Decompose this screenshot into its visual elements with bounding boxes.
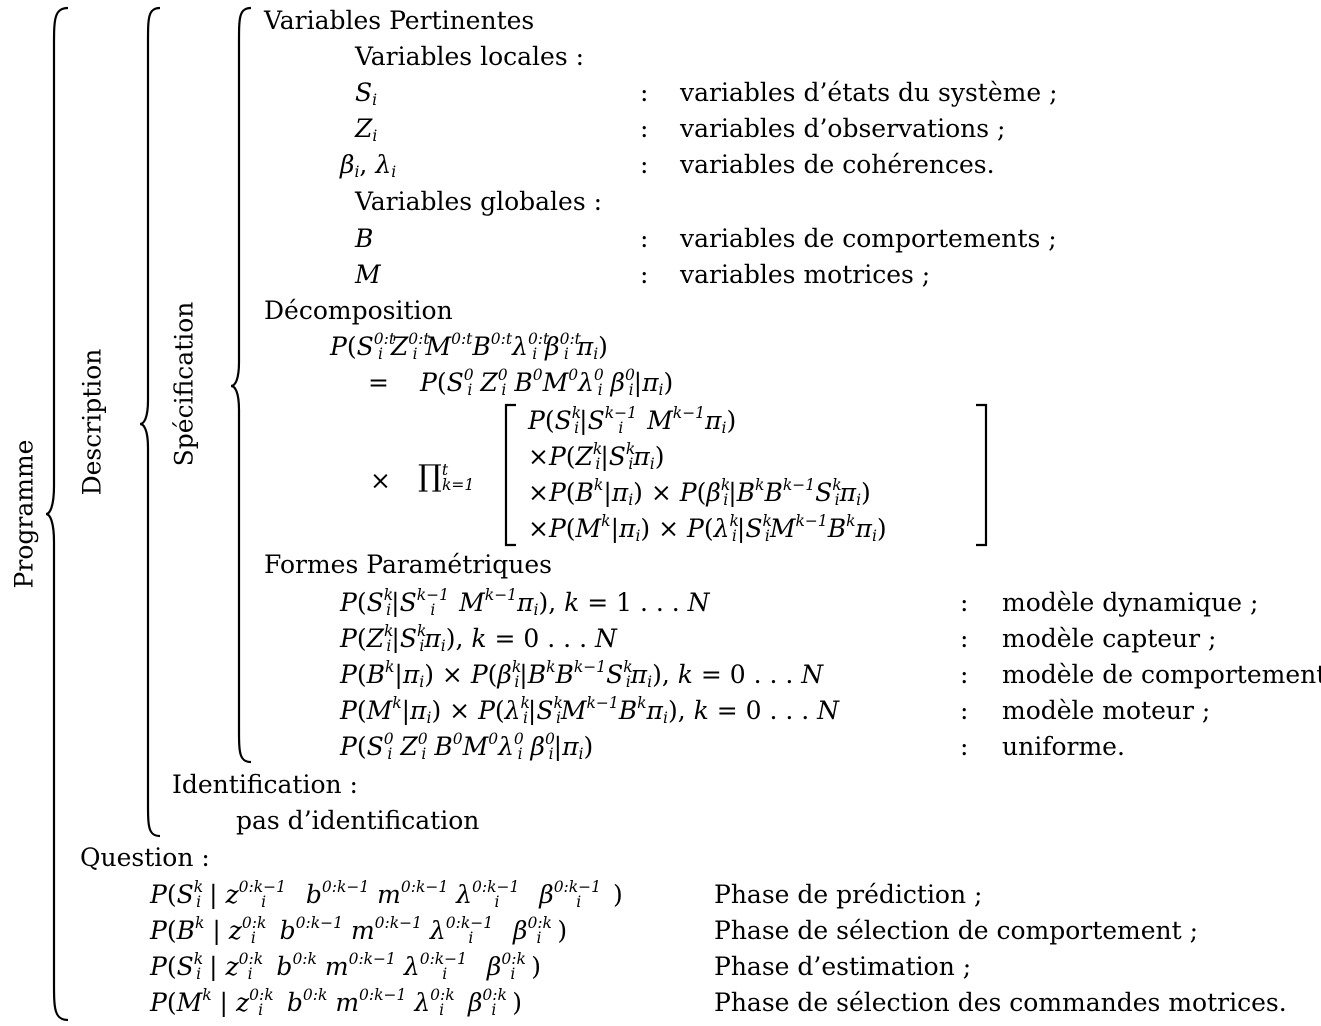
form-colon: : xyxy=(960,624,969,653)
programme-brace xyxy=(45,6,69,1022)
phase-prediction: Phase de prédiction ; xyxy=(714,880,983,909)
form-motor: P(Mk|πi) × P(λki|SkiMk−1Bkπi), k = 0 . .… xyxy=(340,693,840,727)
form-colon: : xyxy=(960,588,969,617)
form-desc-sensor: modèle capteur ; xyxy=(1002,624,1217,653)
identification-title: Identification : xyxy=(172,770,358,799)
forms-title: Formes Paramétriques xyxy=(264,550,552,579)
identification-body: pas d’identification xyxy=(236,806,480,835)
query-estimation: P(Ski | z0:ki b0:k m0:k−1 λ0:k−1i β0:ki … xyxy=(150,949,542,983)
phase-motor-selection: Phase de sélection des commandes motrice… xyxy=(714,988,1287,1017)
var-symbol-beta-lambda: βi, λi xyxy=(340,150,397,181)
local-variables-title: Variables locales : xyxy=(355,42,585,71)
product-line-3: ×P(Bk|πi) × P(βki|BkBk−1Skiπi) xyxy=(528,475,871,509)
question-title: Question : xyxy=(80,843,210,872)
initial-term: P(S0i Z0i B0M0λ0i β0i|πi) xyxy=(420,365,674,399)
variables-title: Variables Pertinentes xyxy=(264,6,535,35)
form-desc-dynamic: modèle dynamique ; xyxy=(1002,588,1259,617)
product-operator: ∏tk=1 xyxy=(418,459,475,494)
var-desc-s: variables d’états du système ; xyxy=(680,78,1058,107)
equals-sign: = xyxy=(368,368,389,397)
var-colon: : xyxy=(640,260,649,289)
var-symbol-b: B xyxy=(355,224,374,253)
specification-brace xyxy=(230,6,252,764)
var-desc-b: variables de comportements ; xyxy=(680,224,1057,253)
programme-label: Programme xyxy=(9,439,39,589)
right-bracket xyxy=(976,403,988,547)
query-prediction: P(Ski | z0:k−1i b0:k−1 m0:k−1 λ0:k−1i β0… xyxy=(150,877,623,911)
var-colon: : xyxy=(640,114,649,143)
var-symbol-s: Si xyxy=(355,78,378,109)
form-uniform: P(S0i Z0i B0M0λ0i β0i|πi) xyxy=(340,729,594,763)
query-motor-selection: P(Mk | z0:ki b0:k m0:k−1 λ0:ki β0:ki ) xyxy=(150,985,523,1019)
var-colon: : xyxy=(640,224,649,253)
var-desc-m: variables motrices ; xyxy=(680,260,931,289)
product-line-1: P(Ski|Sk−1i Mk−1πi) xyxy=(528,403,737,437)
decomposition-title: Décomposition xyxy=(264,296,453,325)
form-colon: : xyxy=(960,696,969,725)
form-colon: : xyxy=(960,732,969,761)
product-line-2: ×P(Zki|Skiπi) xyxy=(528,439,665,473)
form-colon: : xyxy=(960,660,969,689)
global-variables-title: Variables globales : xyxy=(355,187,603,216)
var-symbol-m: M xyxy=(355,260,381,289)
var-desc-beta-lambda: variables de cohérences. xyxy=(680,150,995,179)
form-sensor: P(Zki|Skiπi), k = 0 . . . N xyxy=(340,621,617,655)
description-label: Description xyxy=(77,348,107,496)
description-brace xyxy=(139,6,161,838)
phase-estimation: Phase d’estimation ; xyxy=(714,952,972,981)
var-colon: : xyxy=(640,78,649,107)
var-colon: : xyxy=(640,150,649,179)
query-behavior-selection: P(Bk | z0:ki b0:k−1 m0:k−1 λ0:k−1i β0:ki… xyxy=(150,913,568,947)
specification-label: Spécification xyxy=(169,301,199,467)
var-symbol-z: Zi xyxy=(355,114,378,145)
form-dynamic: P(Ski|Sk−1i Mk−1πi), k = 1 . . . N xyxy=(340,585,710,619)
phase-behavior-selection: Phase de sélection de comportement ; xyxy=(714,916,1199,945)
left-bracket xyxy=(504,403,516,547)
form-behavior: P(Bk|πi) × P(βki|BkBk−1Skiπi), k = 0 . .… xyxy=(340,657,824,691)
times-sign: × xyxy=(370,466,391,495)
form-desc-uniform: uniforme. xyxy=(1002,732,1125,761)
var-desc-z: variables d’observations ; xyxy=(680,114,1006,143)
form-desc-behavior: modèle de comportement xyxy=(1002,660,1321,689)
product-line-4: ×P(Mk|πi) × P(λki|SkiMk−1Bkπi) xyxy=(528,511,887,545)
form-desc-motor: modèle moteur ; xyxy=(1002,696,1211,725)
joint-distribution: P(S0:ti Z0:ti M0:tB0:tλ0:ti β0:ti πi) xyxy=(330,329,608,363)
